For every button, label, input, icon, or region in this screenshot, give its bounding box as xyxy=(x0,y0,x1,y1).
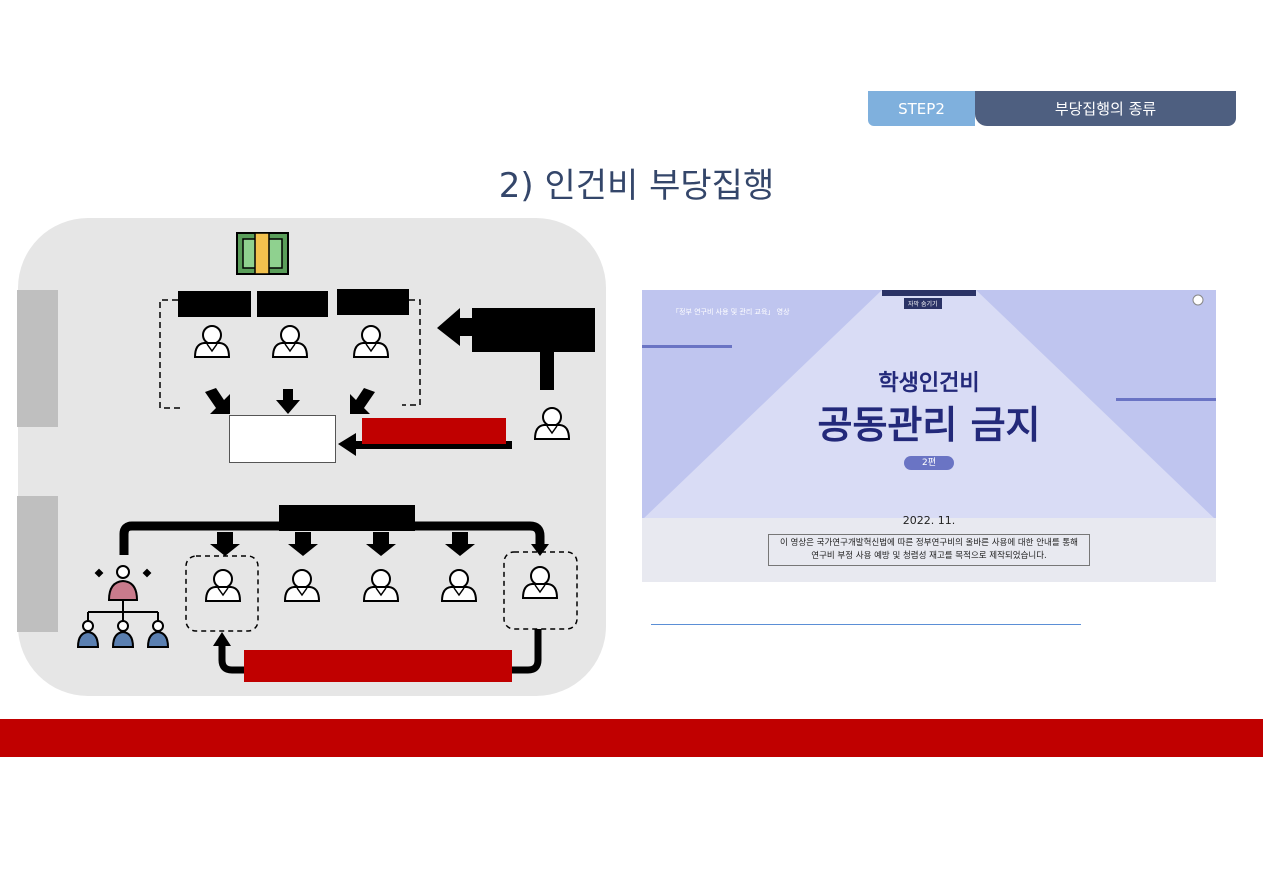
arrow-down-icon xyxy=(288,532,318,556)
arrow-down-icon xyxy=(276,389,300,414)
redacted-red-label xyxy=(362,418,506,444)
person-icon xyxy=(284,569,320,602)
redacted-label xyxy=(257,291,328,317)
side-tab-top xyxy=(17,290,58,427)
video-top-caption: 「정부 연구비 사용 및 관리 교육」 영상 xyxy=(672,308,790,316)
redacted-label xyxy=(337,289,409,315)
diagram-graphics xyxy=(76,232,595,674)
person-icon xyxy=(353,325,389,358)
arrow-left-icon xyxy=(437,308,595,352)
section-title: 부당집행의 종류 xyxy=(975,91,1236,126)
person-icon xyxy=(272,325,308,358)
person-icon xyxy=(534,407,570,440)
video-background xyxy=(642,290,1216,582)
video-description-line1: 이 영상은 국가연구개발혁신법에 따른 정부연구비의 올바른 사용에 대한 안내… xyxy=(779,538,1079,548)
arrow-down-icon xyxy=(366,532,396,556)
redacted-label xyxy=(279,505,415,531)
arrow-down-icon xyxy=(445,532,475,556)
video-episode-badge: 2편 xyxy=(904,456,954,470)
target-box xyxy=(229,415,336,463)
person-icon xyxy=(522,566,558,599)
redacted-red-label xyxy=(244,650,512,682)
person-icon xyxy=(441,569,477,602)
divider-line xyxy=(651,624,1081,625)
money-icon xyxy=(236,232,289,275)
page-title: 2) 인건비 부당집행 xyxy=(498,166,775,206)
person-icon xyxy=(363,569,399,602)
video-title-line2: 공동관리 금지 xyxy=(817,403,1041,447)
video-description: 이 영상은 국가연구개발혁신법에 따른 정부연구비의 올바른 사용에 대한 안내… xyxy=(768,534,1090,566)
video-date: 2022. 11. xyxy=(902,514,956,527)
person-icon xyxy=(205,569,241,602)
org-chart-icon xyxy=(76,565,170,648)
step-badge: STEP2 xyxy=(868,91,975,126)
video-badge: 자막 숨기기 xyxy=(904,298,942,309)
arrow-down-icon xyxy=(205,388,230,414)
person-icon xyxy=(194,325,230,358)
redacted-label xyxy=(178,291,251,317)
video-title-line1: 학생인건비 xyxy=(878,371,980,396)
arrow-down-icon xyxy=(350,388,375,414)
side-tab-bottom xyxy=(17,496,58,632)
arrow-down-icon xyxy=(210,532,240,556)
video-description-line2: 연구비 부정 사용 예방 및 청렴성 재고를 목적으로 제작되었습니다. xyxy=(811,551,1047,561)
footer-bar xyxy=(0,719,1263,757)
video-thumbnail[interactable]: 「정부 연구비 사용 및 관리 교육」 영상 자막 숨기기 학생인건비 공동관리… xyxy=(642,290,1216,582)
